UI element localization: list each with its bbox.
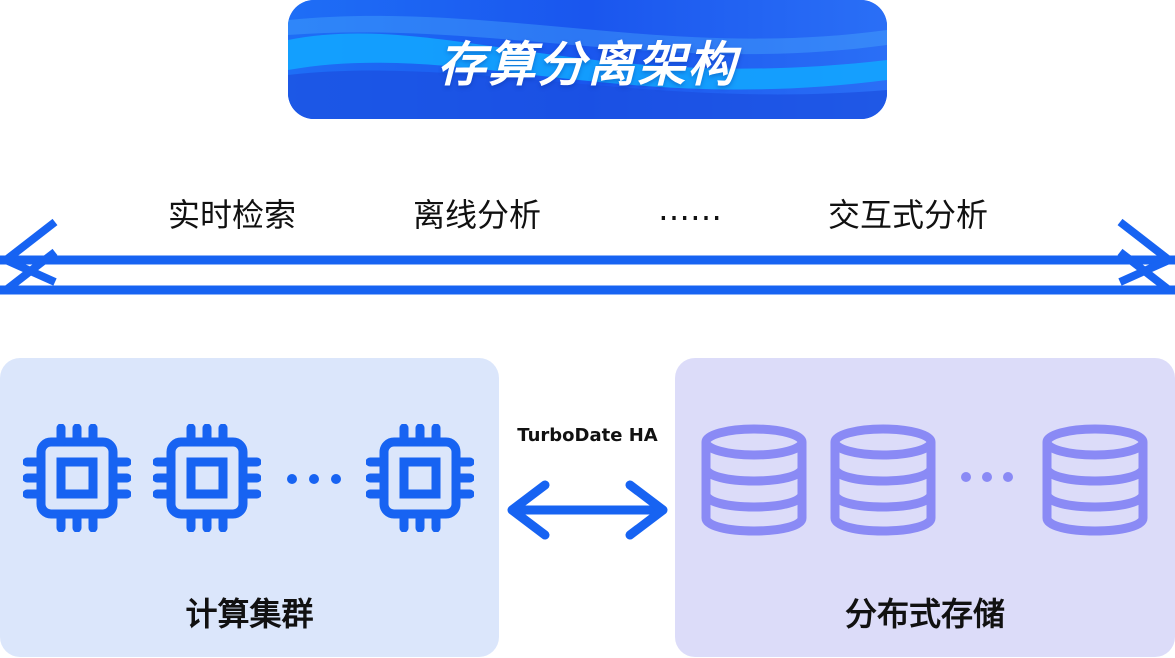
turbodate-ha-label: TurboDate HA [517,425,658,446]
database-icon [1042,424,1148,536]
compute-cluster-label: 计算集群 [185,595,314,633]
cpu-chip-icon [153,424,261,532]
workload-bus [0,218,1175,295]
workload-interactive-analysis: 交互式分析 [828,196,989,234]
ellipsis-dot [1003,472,1013,482]
bus-right-chevron-lower [1117,248,1172,294]
title-banner: 存算分离架构 [288,0,887,119]
ellipsis-dot [287,474,297,484]
bus-left-chevron-lower [3,248,58,294]
cpu-chip-icon [366,424,474,532]
ellipsis-dot [961,472,971,482]
diagram-title: 存算分离架构 [437,36,738,93]
workload-offline-analysis: 离线分析 [413,196,542,234]
bus-left-chevron-upper [0,218,58,286]
database-icon [830,424,936,536]
bidirectional-arrow-icon [507,480,668,540]
workload-realtime-search: 实时检索 [168,196,297,234]
ellipsis-dot [331,474,341,484]
workload-ellipsis: …… [658,190,722,228]
distributed-storage-label: 分布式存储 [844,595,1005,633]
cpu-chip-icon [23,424,131,532]
ellipsis-dot [982,472,992,482]
database-icon [701,424,807,536]
title-banner-background [288,0,887,119]
distributed-storage-panel: 分布式存储 [675,358,1175,657]
compute-cluster-panel: 计算集群 [0,358,499,657]
ellipsis-dot [309,474,319,484]
bus-right-chevron-upper [1117,218,1175,286]
